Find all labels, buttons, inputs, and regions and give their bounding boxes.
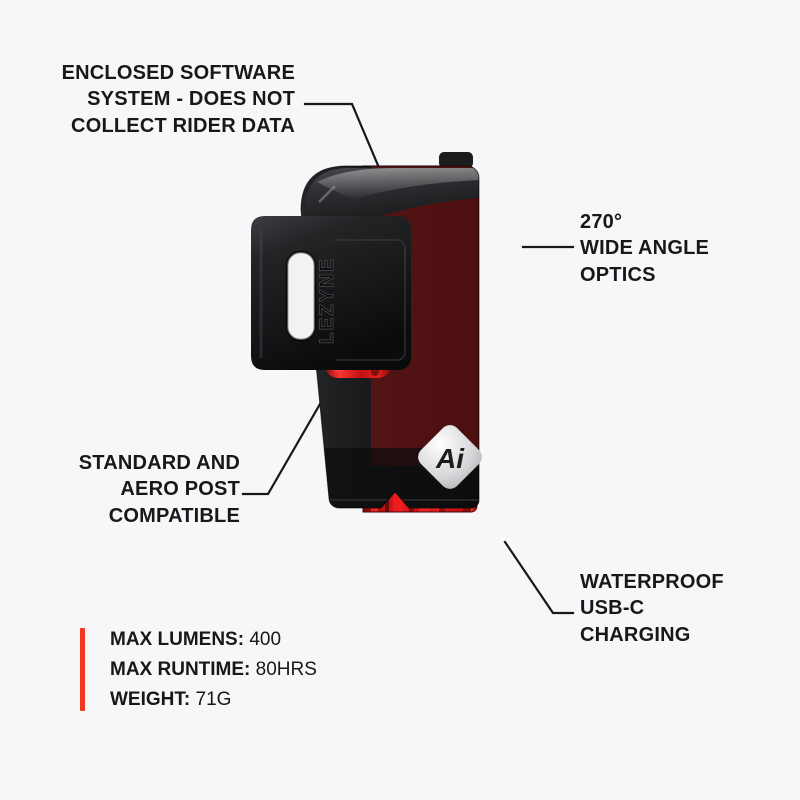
specifications-list: MAX LUMENS: 400 MAX RUNTIME: 80HRS WEIGH… [80, 628, 317, 712]
leader-line-charging [503, 540, 575, 615]
product-top-button [439, 152, 473, 168]
spec-value: 400 [249, 629, 282, 650]
callout-usbc-charging: WATERPROOF USB-C CHARGING [580, 571, 724, 646]
spec-row: MAX LUMENS: 400 [110, 628, 317, 652]
spec-label: MAX RUNTIME: [110, 658, 251, 680]
spec-label: WEIGHT: [110, 688, 191, 710]
spec-label: MAX LUMENS: [110, 629, 245, 650]
spec-value: 80HRS [255, 658, 317, 680]
spec-value: 71G [195, 688, 232, 710]
callout-post-compatible: STANDARD AND AERO POST COMPATIBLE [78, 452, 240, 527]
callout-enclosed-software: ENCLOSED SOFTWARE SYSTEM - DOES NOT COLL… [61, 62, 295, 137]
svg-text:Ai: Ai [435, 443, 465, 474]
product-illustration: Ai LEZYNE [243, 148, 523, 540]
spec-row: WEIGHT: 71G [110, 688, 317, 712]
callout-wide-angle-optics: 270° WIDE ANGLE OPTICS [580, 211, 710, 286]
spec-accent-bar [80, 628, 85, 712]
product-ai-badge: Ai [418, 425, 482, 489]
product-brand-text: LEZYNE [317, 257, 338, 344]
spec-row: MAX RUNTIME: 80HRS [110, 658, 317, 682]
product-mount-bracket: LEZYNE [251, 216, 411, 370]
